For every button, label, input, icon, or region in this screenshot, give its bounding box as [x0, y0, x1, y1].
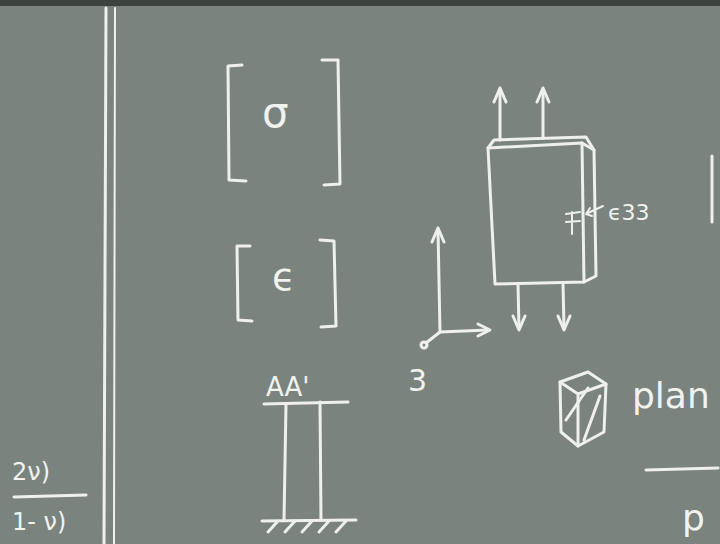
- divider-line: [104, 8, 106, 544]
- formula-fragment: 1- ν): [12, 510, 66, 534]
- fixed-column: [262, 402, 356, 532]
- axis-label: 3: [408, 366, 427, 396]
- board-mark: [711, 156, 714, 222]
- stress-symbol: σ: [262, 92, 289, 134]
- fraction-bar: [646, 468, 718, 470]
- board-top-edge: [0, 0, 720, 6]
- matrix-bracket: [228, 65, 246, 181]
- coordinate-axes: [421, 228, 490, 348]
- matrix-bracket: [237, 246, 252, 321]
- matrix-bracket: [322, 60, 340, 185]
- fraction-bar: [14, 495, 86, 497]
- specimen-block: [488, 88, 603, 330]
- plane-cube: [560, 372, 606, 446]
- formula-fragment: p: [682, 500, 705, 536]
- matrix-bracket: [320, 240, 336, 327]
- formula-fragment: 2ν): [12, 460, 50, 484]
- divider-line: [114, 8, 115, 544]
- plane-label: plan: [632, 378, 710, 414]
- strain-symbol: ϵ: [272, 258, 295, 296]
- section-label: AA': [266, 374, 309, 400]
- strain-component: ϵ33: [608, 202, 650, 224]
